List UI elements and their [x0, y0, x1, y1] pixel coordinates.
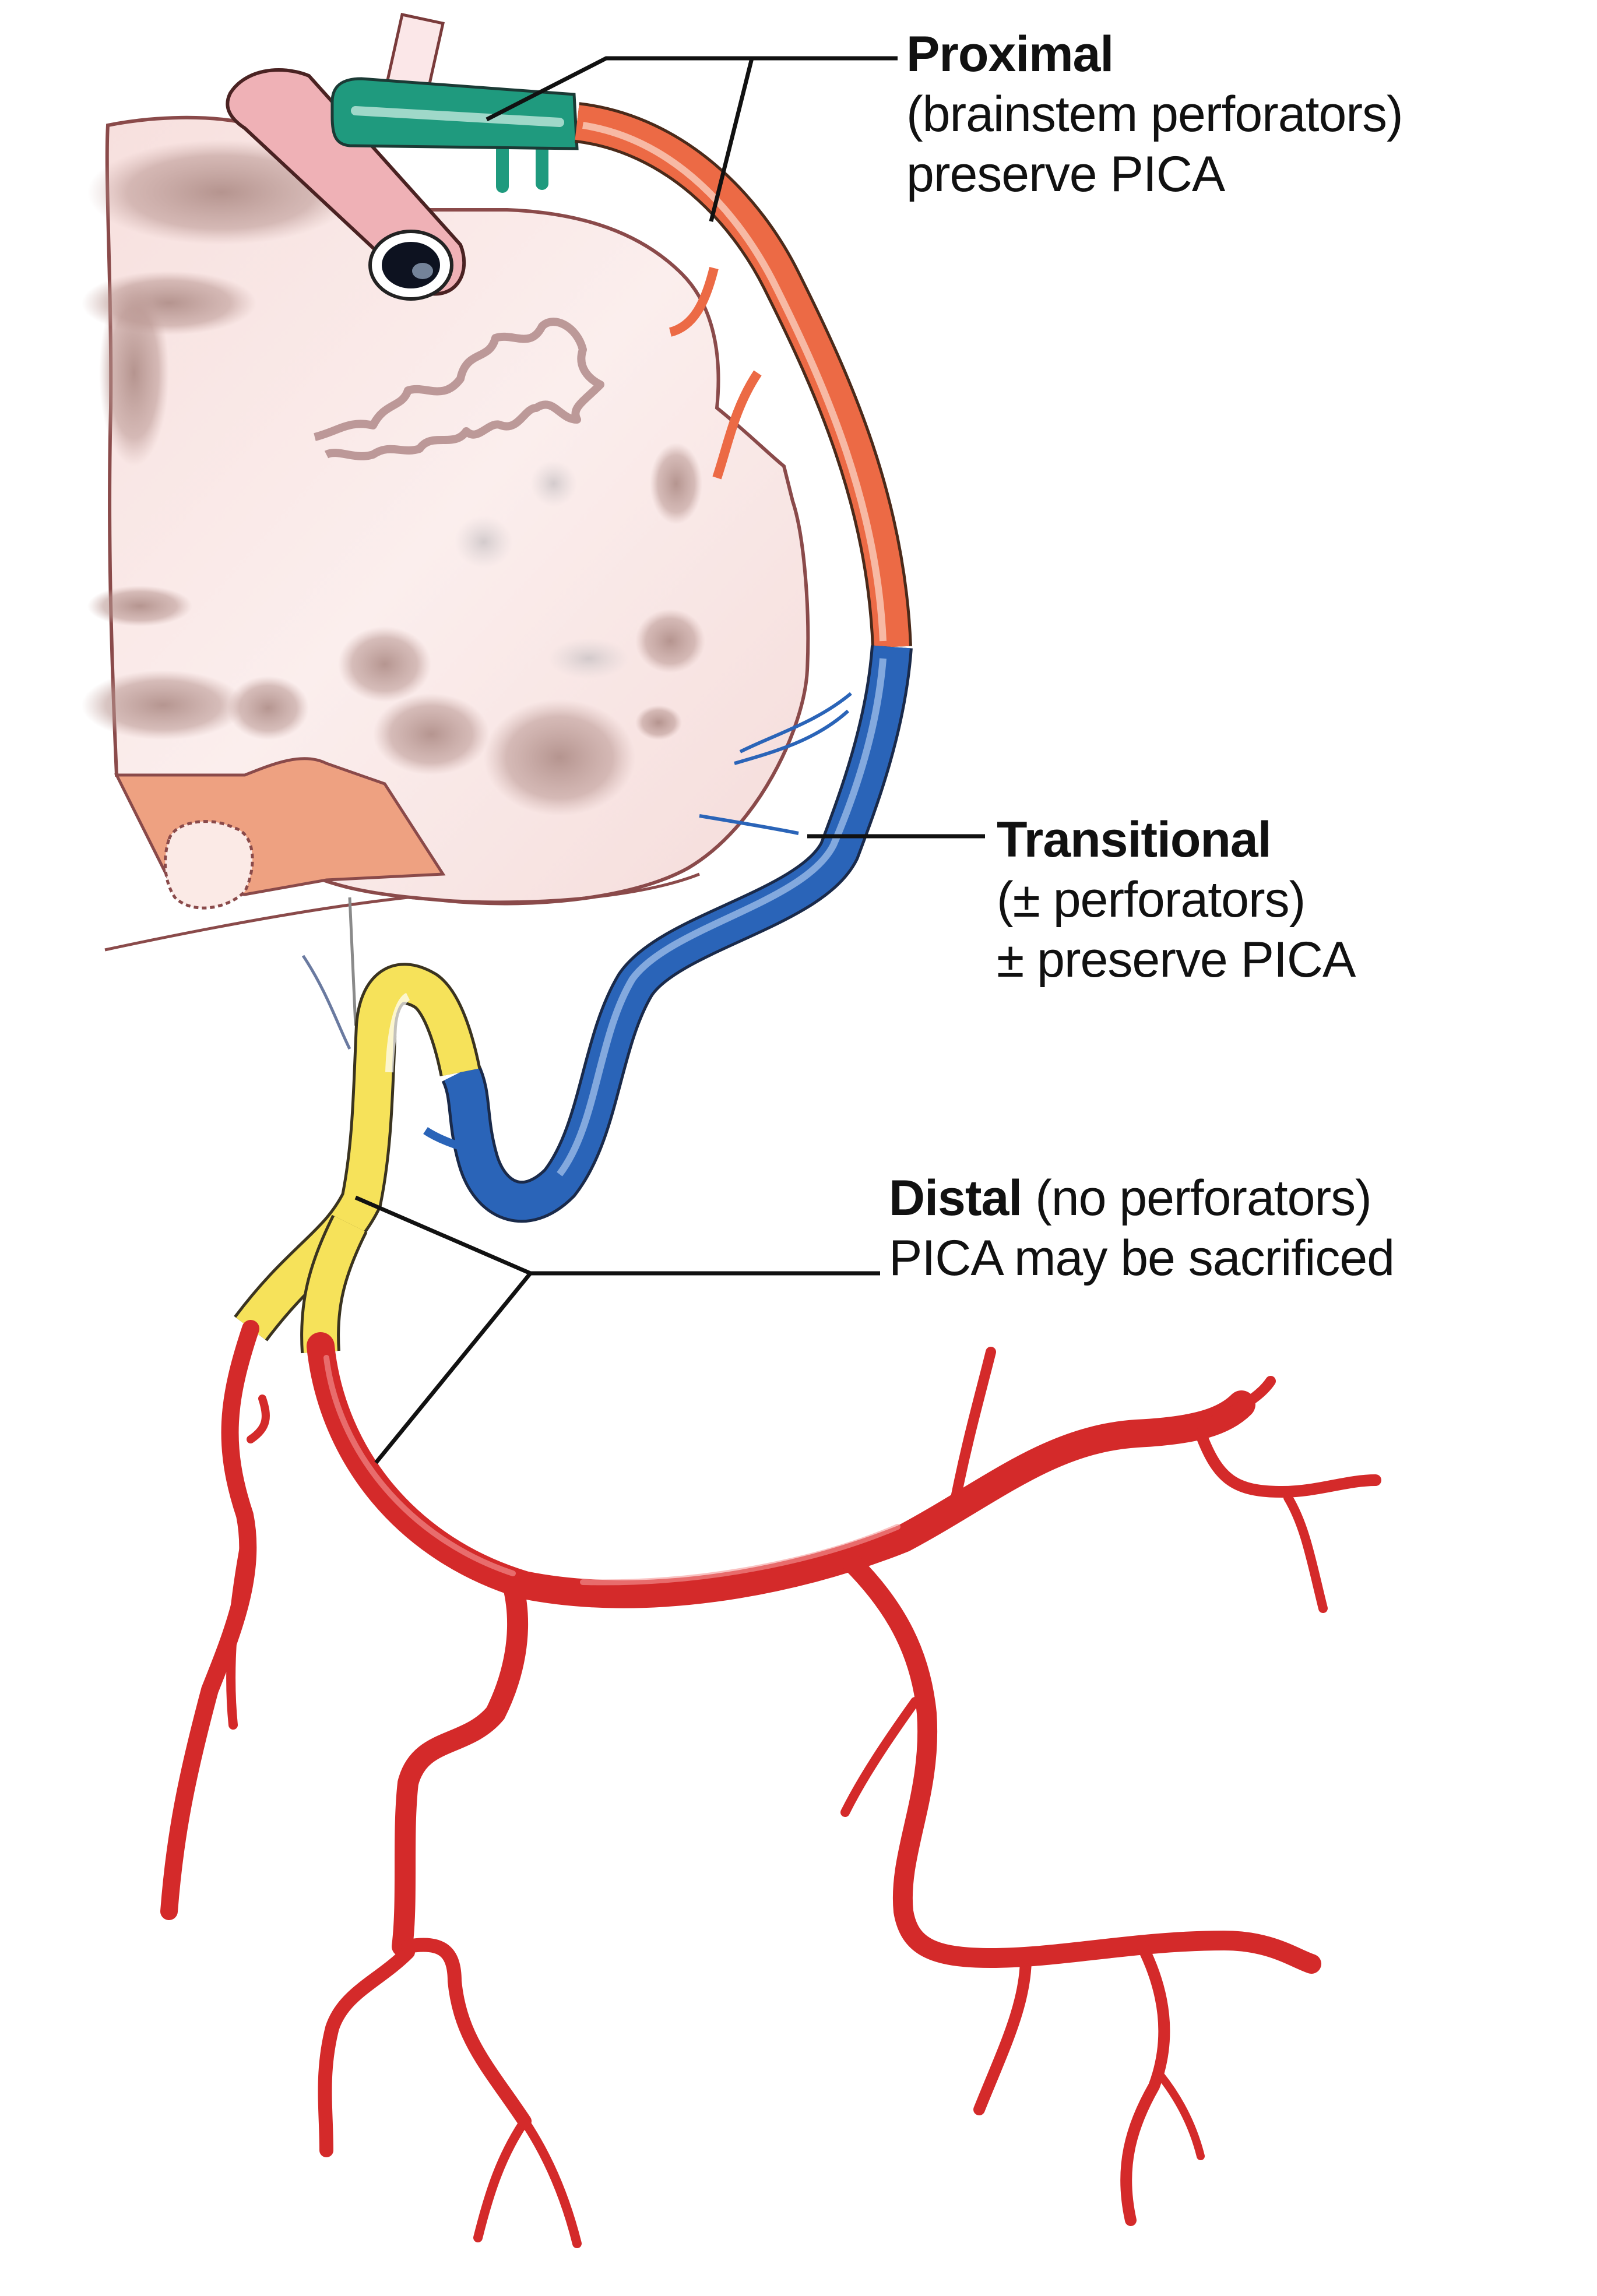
vertebral-artery-lumen	[382, 242, 440, 288]
distal-heading: Distal	[889, 1170, 1022, 1226]
red-branch	[841, 1552, 1321, 1974]
red-branch	[973, 1952, 1032, 2115]
proximal-detail: (brainstem perforators)	[906, 86, 1403, 143]
red-branch	[951, 1347, 996, 1503]
distal-detail: (no perforators)	[1022, 1170, 1372, 1226]
red-branch	[392, 1575, 528, 1957]
red-branch	[840, 1697, 920, 1817]
red-branch	[1156, 2070, 1205, 2160]
blue-vessel-fill	[444, 645, 910, 1220]
proximal-label: Proximal (brainstem perforators) preserv…	[906, 24, 1403, 205]
pale-nucleus-blob	[548, 638, 629, 679]
yellow-highlight	[385, 992, 411, 1073]
transitional-label: Transitional (± perforators) ± preserve …	[997, 810, 1356, 991]
red-branch	[473, 2117, 529, 2242]
yellow-perforator	[348, 897, 357, 1026]
medullary-edge	[104, 872, 700, 952]
red-branch	[1120, 1941, 1170, 2226]
gray-matter-blob	[650, 443, 702, 524]
proximal-segment-orange	[574, 102, 912, 648]
proximal-recommendation: preserve PICA	[906, 146, 1225, 203]
red-highlight	[323, 1355, 516, 1576]
choroid-plexus	[164, 820, 254, 910]
distal-leader-line	[354, 1195, 880, 1464]
red-branch	[401, 1938, 532, 2128]
blue-highlight	[557, 658, 887, 1177]
red-highlight	[580, 1524, 900, 1586]
distal-recommendation: PICA may be sacrificed	[889, 1230, 1395, 1287]
gray-matter-blob	[227, 676, 309, 740]
pale-nucleus-blob	[455, 516, 513, 568]
red-branch	[318, 1945, 415, 2157]
gray-matter-blob	[635, 705, 682, 740]
transitional-segment-blue	[423, 645, 913, 1223]
red-highlights	[323, 1355, 900, 1586]
proximal-segment-green	[330, 77, 579, 193]
gray-matter-blob	[82, 670, 245, 740]
gray-matter-blob	[373, 693, 490, 775]
blue-perforator	[734, 709, 850, 765]
blue-perforator	[739, 692, 852, 753]
blue-branch	[423, 1127, 486, 1158]
red-branch	[247, 1394, 270, 1443]
blue-perforator	[699, 814, 799, 835]
proximal-leader-line	[486, 56, 898, 222]
red-branch	[1283, 1493, 1328, 1613]
distal-segment-red	[160, 1320, 1381, 2248]
gray-matter-blob	[484, 699, 635, 816]
transitional-recommendation: ± preserve PICA	[997, 932, 1356, 988]
transitional-detail: (± perforators)	[997, 872, 1306, 928]
orange-branch	[712, 370, 762, 480]
red-branch	[226, 1540, 249, 1730]
gray-matter-blob	[635, 609, 705, 673]
pale-nucleus-blob	[530, 460, 577, 507]
gray-matter-blob	[87, 586, 192, 626]
red-branch	[520, 2117, 582, 2248]
red-branch	[1195, 1376, 1276, 1433]
red-main-trunk	[307, 1332, 1255, 1608]
brainstem-section	[82, 115, 810, 952]
lumen-highlight	[412, 263, 433, 279]
leader-lines	[354, 56, 985, 1464]
proximal-heading: Proximal	[906, 26, 1114, 82]
transitional-heading: Transitional	[997, 812, 1272, 868]
orange-highlight	[582, 122, 887, 642]
distal-label: Distal (no perforators) PICA may be sacr…	[889, 1168, 1395, 1288]
gray-matter-blob	[338, 626, 431, 702]
orange-branch	[669, 267, 719, 337]
green-highlight	[351, 106, 564, 127]
gray-matter-blob	[99, 280, 169, 466]
yellow-perforator	[301, 955, 351, 1050]
vertebral-artery	[226, 13, 466, 301]
caudal-loop-yellow	[234, 897, 481, 1354]
orange-vessel-fill	[575, 105, 909, 648]
red-branch	[1195, 1428, 1381, 1498]
inferior-olive	[314, 318, 604, 460]
